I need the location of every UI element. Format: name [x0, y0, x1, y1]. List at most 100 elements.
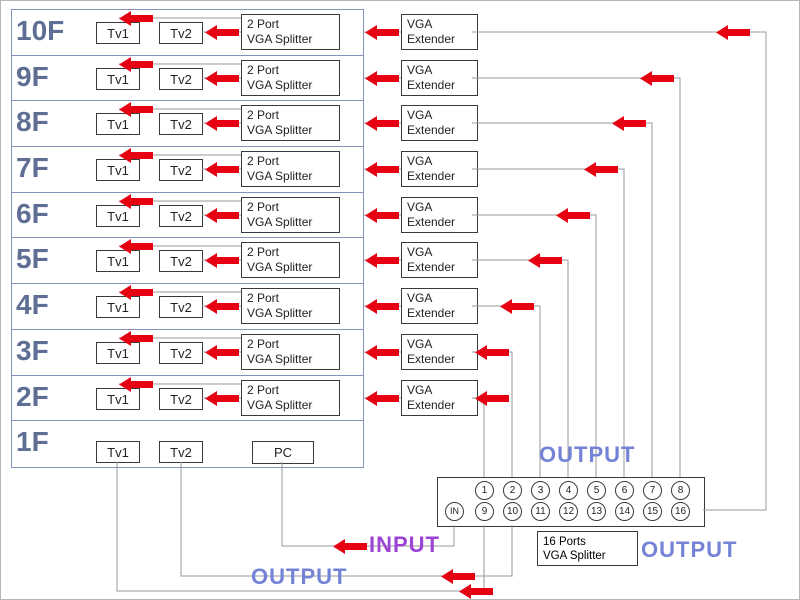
- extender-line: Extender: [407, 306, 456, 320]
- splitter-line: 2 Port: [247, 291, 280, 305]
- port-10: 10: [503, 502, 522, 521]
- splitter-line: VGA Splitter: [247, 306, 313, 320]
- splitter-line: VGA Splitter: [247, 260, 313, 274]
- floor-divider: [11, 55, 363, 56]
- splitter-line: VGA Splitter: [247, 398, 313, 412]
- tv2-box: Tv2: [159, 113, 203, 135]
- pc-box: PC: [252, 441, 314, 464]
- extender-line: VGA: [407, 63, 433, 77]
- port-9: 9: [475, 502, 494, 521]
- floor-divider: [11, 283, 363, 284]
- splitter-line: 2 Port: [247, 154, 280, 168]
- output-label-top: OUTPUT: [539, 442, 636, 467]
- splitter-line: VGA Splitter: [247, 169, 313, 183]
- splitter-line: 2 Port: [247, 17, 280, 31]
- port-12: 12: [559, 502, 578, 521]
- extender-line: Extender: [407, 32, 456, 46]
- tv2-box: Tv2: [159, 250, 203, 272]
- extender-line: Extender: [407, 123, 456, 137]
- extender-line: VGA: [407, 383, 433, 397]
- port-5: 5: [587, 481, 606, 500]
- port-11: 11: [531, 502, 550, 521]
- floor-label: 3F: [16, 335, 49, 366]
- extender-line: Extender: [407, 215, 456, 229]
- splitter-line: VGA Splitter: [247, 123, 313, 137]
- splitter-line: VGA Splitter: [247, 215, 313, 229]
- input-label: INPUT: [369, 532, 440, 557]
- floor-divider: [11, 192, 363, 193]
- splitter16-line: VGA Splitter: [543, 549, 606, 562]
- splitter-line: 2 Port: [247, 337, 280, 351]
- tv2-box: Tv2: [159, 342, 203, 364]
- splitter-line: 2 Port: [247, 108, 280, 122]
- tv1-box: Tv1: [96, 159, 140, 181]
- floor-label: 7F: [16, 152, 49, 183]
- tv1-box: Tv1: [96, 441, 140, 463]
- tv1-box: Tv1: [96, 68, 140, 90]
- extender-line: VGA: [407, 108, 433, 122]
- extender-line: VGA: [407, 154, 433, 168]
- extender-line: Extender: [407, 78, 456, 92]
- tv1-box: Tv1: [96, 113, 140, 135]
- floor-divider: [11, 146, 363, 147]
- tv2-box: Tv2: [159, 22, 203, 44]
- port-15: 15: [643, 502, 662, 521]
- splitter-line: VGA Splitter: [247, 32, 313, 46]
- port-4: 4: [559, 481, 578, 500]
- output-label-bottom: OUTPUT: [251, 564, 348, 589]
- port-6: 6: [615, 481, 634, 500]
- port-3: 3: [531, 481, 550, 500]
- floor-label: 5F: [16, 243, 49, 274]
- floor-label: 8F: [16, 106, 49, 137]
- splitter-line: 2 Port: [247, 383, 280, 397]
- tv2-box: Tv2: [159, 205, 203, 227]
- floor-divider: [11, 237, 363, 238]
- floor-label: 2F: [16, 381, 49, 412]
- tv1-box: Tv1: [96, 342, 140, 364]
- tv1-box: Tv1: [96, 250, 140, 272]
- tv2-box: Tv2: [159, 388, 203, 410]
- splitter-line: 2 Port: [247, 63, 280, 77]
- extender-line: Extender: [407, 260, 456, 274]
- splitter16-line: 16 Ports: [543, 535, 586, 548]
- tv1-box: Tv1: [96, 388, 140, 410]
- splitter-line: 2 Port: [247, 245, 280, 259]
- tv2-box: Tv2: [159, 441, 203, 463]
- tv2-box: Tv2: [159, 159, 203, 181]
- splitter-line: VGA Splitter: [247, 78, 313, 92]
- extender-line: Extender: [407, 169, 456, 183]
- extender-line: VGA: [407, 337, 433, 351]
- extender-line: Extender: [407, 398, 456, 412]
- port-1: 1: [475, 481, 494, 500]
- extender-line: Extender: [407, 352, 456, 366]
- tv1-box: Tv1: [96, 296, 140, 318]
- splitter-line: 2 Port: [247, 200, 280, 214]
- floor-label: 6F: [16, 198, 49, 229]
- port-2: 2: [503, 481, 522, 500]
- floor-label: 10F: [16, 15, 65, 46]
- tv2-box: Tv2: [159, 296, 203, 318]
- floor-label: 9F: [16, 61, 49, 92]
- port-14: 14: [615, 502, 634, 521]
- port-8: 8: [671, 481, 690, 500]
- floor-label: 1F: [16, 426, 49, 457]
- port-7: 7: [643, 481, 662, 500]
- floor-divider: [11, 329, 363, 330]
- port-in: IN: [445, 502, 464, 521]
